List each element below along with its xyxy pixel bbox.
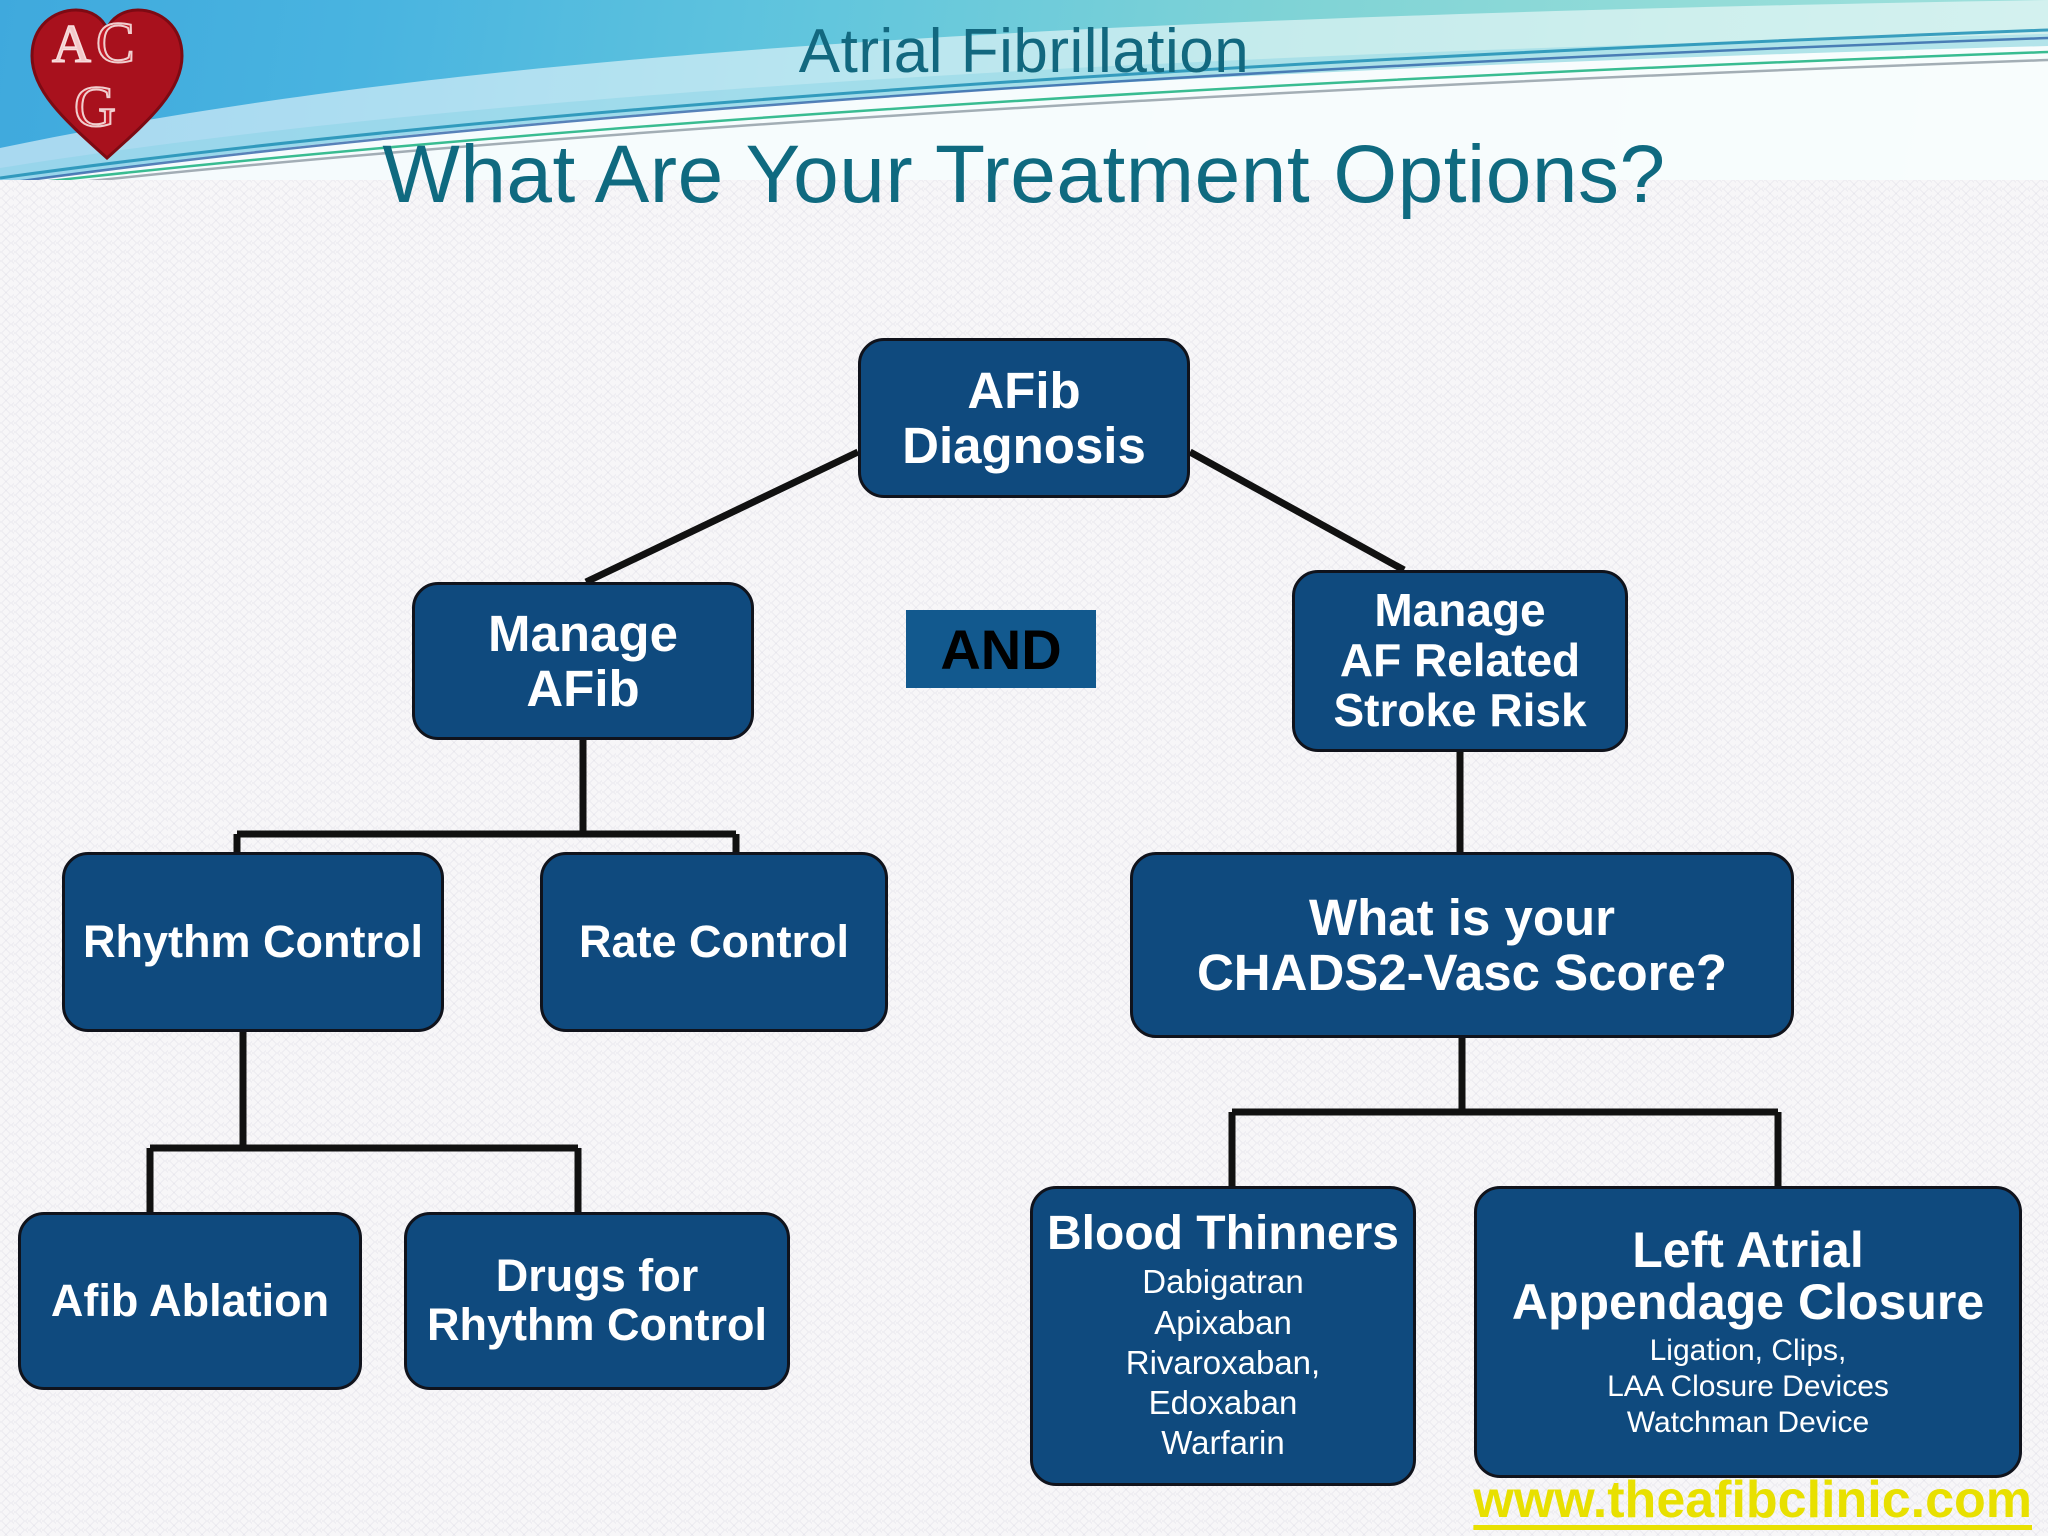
node-blood-thinners-heading: Blood Thinners (1047, 1207, 1399, 1261)
svg-text:A: A (52, 14, 91, 74)
header-wave-decoration (0, 0, 2048, 180)
node-laa-closure-heading-line1: Left Atrial (1632, 1221, 1864, 1278)
edge-diagnosis-to-stroke-risk (1188, 448, 1406, 574)
acg-heart-logo-icon: A C G (30, 8, 184, 161)
node-afib-ablation[interactable]: Afib Ablation (18, 1212, 362, 1390)
node-chads2-line2: CHADS2-Vasc Score? (1196, 944, 1728, 1001)
node-manage-stroke-risk[interactable]: Manage AF Related Stroke Risk (1292, 570, 1628, 752)
node-rate-control-label: Rate Control (579, 915, 849, 967)
node-drugs-line1: Drugs for (495, 1250, 699, 1302)
svg-text:C: C (96, 10, 135, 75)
node-manage-afib-line2: AFib (526, 660, 640, 717)
edge-diagnosis-to-manage-afib (584, 448, 860, 586)
node-manage-afib[interactable]: Manage AFib (412, 582, 754, 740)
header-banner (0, 0, 2048, 180)
node-manage-stroke-risk-line1: Manage (1374, 584, 1546, 637)
node-drugs-for-rhythm-control[interactable]: Drugs for Rhythm Control (404, 1212, 790, 1390)
node-rate-control[interactable]: Rate Control (540, 852, 888, 1032)
node-afib-diagnosis-line1: AFib (967, 361, 1081, 419)
node-blood-thinners-drug-list: Dabigatran Apixaban Rivaroxaban, Edoxaba… (1125, 1263, 1321, 1462)
node-chads2-line1: What is your (1308, 888, 1616, 946)
node-manage-stroke-risk-line2: AF Related (1339, 634, 1581, 687)
node-chads2-vasc-score[interactable]: What is your CHADS2-Vasc Score? (1130, 852, 1794, 1038)
page-eyebrow-title: Atrial Fibrillation (798, 17, 1250, 86)
node-laa-closure-device-list: Ligation, Clips, LAA Closure Devices Wat… (1607, 1333, 1889, 1439)
svg-text:G: G (74, 74, 116, 139)
node-rhythm-control-label: Rhythm Control (83, 915, 423, 967)
node-rhythm-control[interactable]: Rhythm Control (62, 852, 444, 1032)
node-and-operator: AND (906, 610, 1096, 688)
node-laa-closure[interactable]: Left Atrial Appendage Closure Ligation, … (1474, 1186, 2022, 1478)
node-afib-ablation-label: Afib Ablation (50, 1274, 330, 1326)
node-afib-diagnosis[interactable]: AFib Diagnosis (858, 338, 1190, 498)
node-manage-stroke-risk-line3: Stroke Risk (1333, 683, 1587, 736)
node-drugs-line2: Rhythm Control (427, 1299, 767, 1350)
node-blood-thinners[interactable]: Blood Thinners Dabigatran Apixaban Rivar… (1030, 1186, 1416, 1486)
page-title: What Are Your Treatment Options? (382, 129, 1666, 220)
node-afib-diagnosis-line2: Diagnosis (902, 417, 1146, 474)
node-laa-closure-heading-line2: Appendage Closure (1511, 1274, 1985, 1330)
clinic-website-link[interactable]: www.theafibclinic.com (1473, 1471, 2032, 1529)
node-manage-afib-line1: Manage (488, 604, 678, 662)
